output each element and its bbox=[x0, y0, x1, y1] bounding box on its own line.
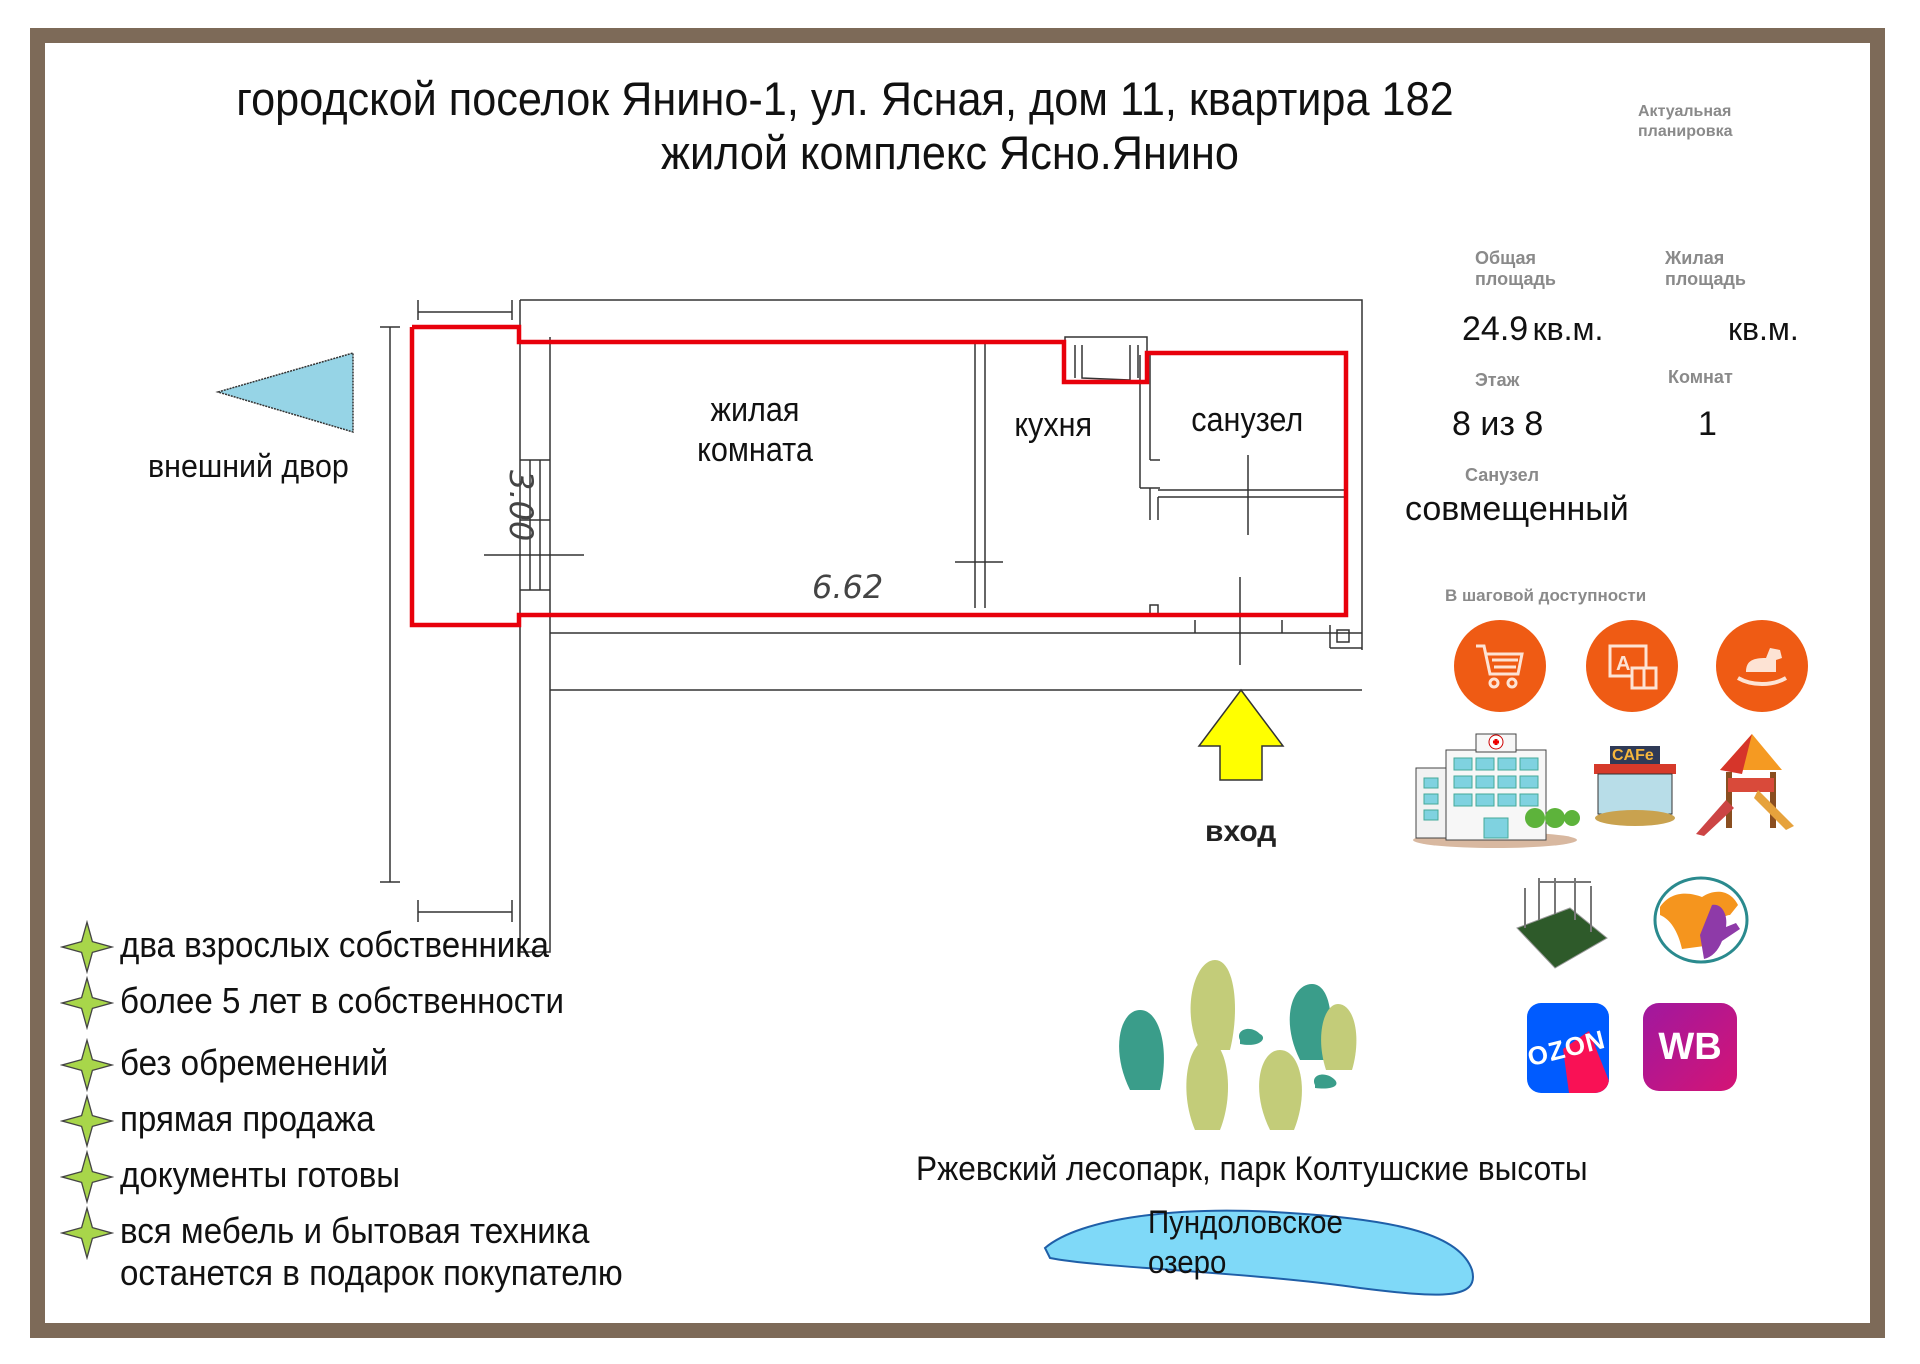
star-bullet-icon bbox=[60, 1150, 114, 1204]
wb-label: WB bbox=[1658, 1025, 1722, 1068]
rooms-value: 1 bbox=[1698, 405, 1717, 443]
bathroom-label: Санузел bbox=[1465, 465, 1540, 485]
bathroom-room-label: санузел bbox=[1191, 401, 1304, 439]
cafe-icon: CAFe bbox=[1594, 746, 1676, 826]
ozon-icon: OZON bbox=[1527, 1003, 1609, 1093]
apartment-outline bbox=[409, 324, 1349, 628]
hospital-icon bbox=[1413, 733, 1580, 848]
rooms-label: Комнат bbox=[1668, 367, 1733, 387]
svg-text:A: A bbox=[1616, 653, 1630, 675]
floor-label: Этаж bbox=[1475, 370, 1520, 390]
badge-line-2: планировка bbox=[1638, 123, 1733, 140]
playground-icon bbox=[1696, 734, 1794, 836]
total-area-value: 24.9 кв.м. bbox=[1462, 310, 1604, 348]
workout-area-icon bbox=[1516, 878, 1608, 969]
feature-item: прямая продажа bbox=[60, 1094, 397, 1148]
feature-item: два взрослых собственника bbox=[60, 920, 586, 974]
living-area-value: кв.м. bbox=[1728, 311, 1799, 347]
rocking-horse-icon bbox=[1716, 620, 1808, 712]
kitchen-label: кухня bbox=[1014, 406, 1093, 444]
building-walls bbox=[484, 299, 1363, 953]
fitness-icon bbox=[1653, 876, 1749, 964]
park-label: Ржевский лесопарк, парк Колтушские высот… bbox=[916, 1150, 1588, 1188]
feature-item: вся мебель и бытовая техника останется в… bbox=[60, 1206, 666, 1294]
complex-title: жилой комплекс Ясно.Янино bbox=[661, 126, 1239, 179]
yard-direction-arrow bbox=[215, 352, 354, 434]
school-icon: A bbox=[1586, 620, 1678, 712]
amenities-title: В шаговой доступности bbox=[1445, 586, 1647, 605]
yard-label: внешний двор bbox=[148, 448, 349, 484]
address-title: городской поселок Янино-1, ул. Ясная, до… bbox=[236, 72, 1454, 125]
dimension-lines bbox=[380, 300, 513, 922]
wildberries-icon: WB bbox=[1643, 1003, 1737, 1091]
feature-text-multiline: вся мебель и бытовая техника останется в… bbox=[120, 1210, 623, 1293]
feature-item: более 5 лет в собственности bbox=[60, 976, 603, 1030]
star-bullet-icon bbox=[60, 976, 114, 1030]
lake-label: Пундоловское озеро bbox=[1148, 1204, 1343, 1280]
actual-layout-badge: Актуальная планировка bbox=[1638, 102, 1733, 142]
shopping-cart-icon bbox=[1454, 620, 1546, 712]
page-frame bbox=[30, 28, 1885, 1338]
lake-shape bbox=[1043, 1209, 1474, 1296]
star-bullet-icon bbox=[60, 1038, 114, 1092]
star-bullet-icon bbox=[60, 1094, 114, 1148]
cafe-sign: CAFe bbox=[1612, 747, 1654, 764]
width-dimension: 3.00 bbox=[502, 470, 540, 542]
feature-item: документы готовы bbox=[60, 1150, 424, 1204]
length-dimension: 6.62 bbox=[812, 568, 884, 606]
forest-icon bbox=[1119, 960, 1357, 1130]
star-bullet-icon bbox=[60, 920, 114, 974]
star-bullet-icon bbox=[60, 1206, 114, 1260]
bathroom-value: совмещенный bbox=[1405, 490, 1629, 528]
entrance-label: вход bbox=[1205, 815, 1277, 848]
feature-item: без обременений bbox=[60, 1038, 411, 1092]
entrance-arrow bbox=[1197, 688, 1285, 781]
badge-line-1: Актуальная bbox=[1638, 103, 1732, 120]
living-room-label: жилая комната bbox=[697, 391, 813, 469]
floor-value: 8 из 8 bbox=[1452, 405, 1544, 443]
